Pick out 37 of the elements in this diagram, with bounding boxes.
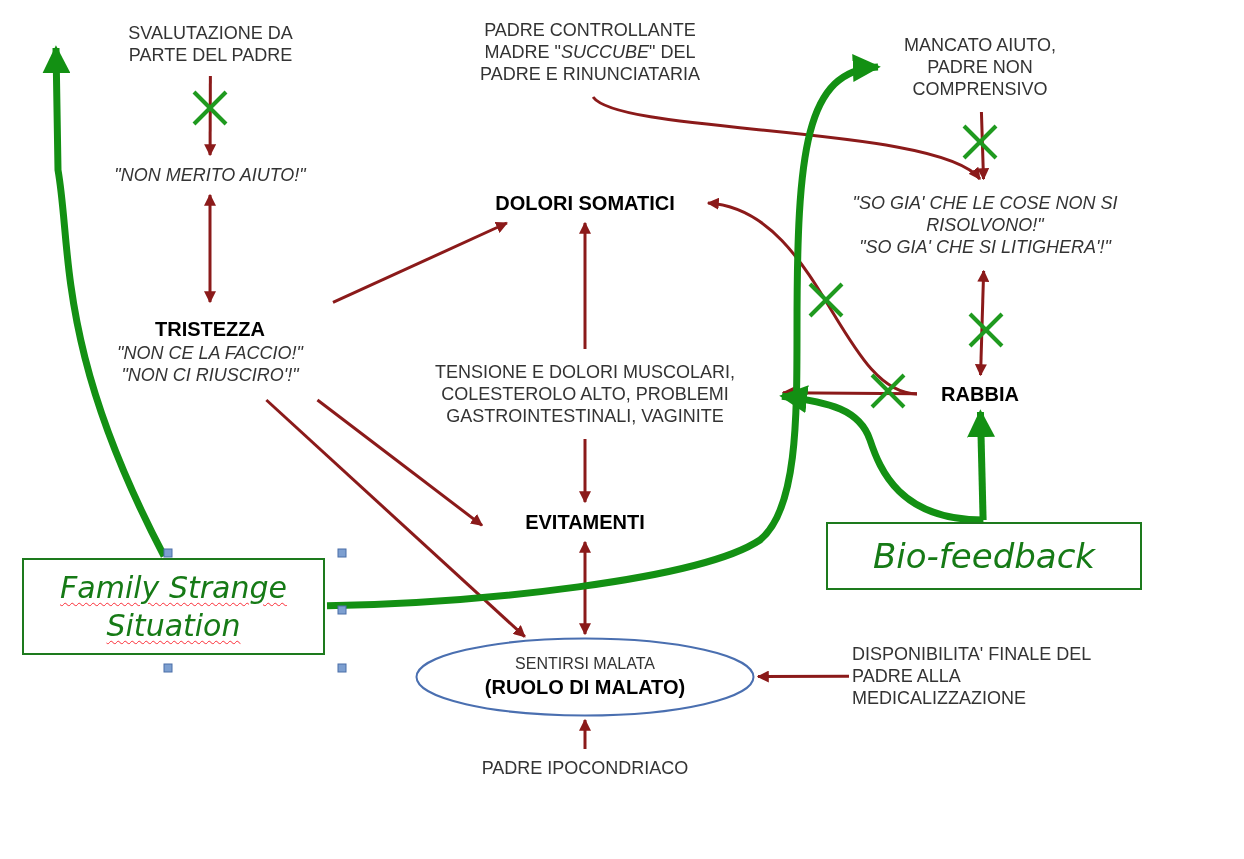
arrow <box>326 56 881 610</box>
arrow <box>579 718 591 749</box>
quote-text: "NON MERITO AIUTO!" <box>114 164 306 186</box>
heading-label: TRISTEZZA <box>155 317 265 342</box>
heading-label: DOLORI SOMATICI <box>495 191 675 216</box>
quote-text: "SO GIA' CHE LE COSE NON SI RISOLVONO!" <box>851 192 1119 236</box>
arrow <box>579 439 591 504</box>
heading-label: EVITAMENTI <box>525 510 645 535</box>
description-text: PADRE IPOCONDRIACO <box>481 757 689 779</box>
strategy-box <box>22 558 325 655</box>
strategy-label: Family Strange Situation <box>59 568 288 645</box>
quote-text: "SO GIA' CHE SI LITIGHERA'!" <box>859 236 1111 258</box>
arrow <box>204 76 217 157</box>
description-text: DISPONIBILITA' FINALE DEL PADRE ALLA MEDICALIZZAZIONE <box>852 643 1092 709</box>
arrow <box>977 111 990 181</box>
arrow <box>579 221 591 349</box>
description-text: TENSIONE E DOLORI MUSCOLARI, COLESTEROLO ALTO, PROBLEMI GASTROINTESTINALI, VAGINITE <box>433 361 737 427</box>
strategy-label: Bio-feedback <box>873 536 1095 576</box>
arrow <box>579 540 591 636</box>
heading-label: (RUOLO DI MALATO) <box>484 675 686 700</box>
description-text: SVALUTAZIONE DA PARTE DEL PADRE <box>127 22 294 66</box>
arrow <box>967 409 996 521</box>
arrow <box>974 269 990 377</box>
quote-text: "NON CI RIUSCIRO'!" <box>121 364 299 386</box>
arrow <box>779 385 984 524</box>
strategy-box <box>826 522 1142 590</box>
heading-label: RABBIA <box>941 382 1019 407</box>
description-text: MANCATO AIUTO, PADRE NON COMPRENSIVO <box>903 34 1057 100</box>
arrow <box>592 95 981 181</box>
arrow <box>204 193 216 304</box>
arrow <box>756 670 849 683</box>
quote-text: "NON CE LA FACCIO!" <box>117 342 303 364</box>
arrow <box>332 221 508 304</box>
arrow <box>316 398 483 527</box>
description-text: PADRE CONTROLLANTE MADRE "SUCCUBE" DEL PADRE E RINUNCIATARIA <box>479 19 701 85</box>
arrow <box>265 398 526 638</box>
description-text: SENTIRSI MALATA <box>515 654 655 674</box>
